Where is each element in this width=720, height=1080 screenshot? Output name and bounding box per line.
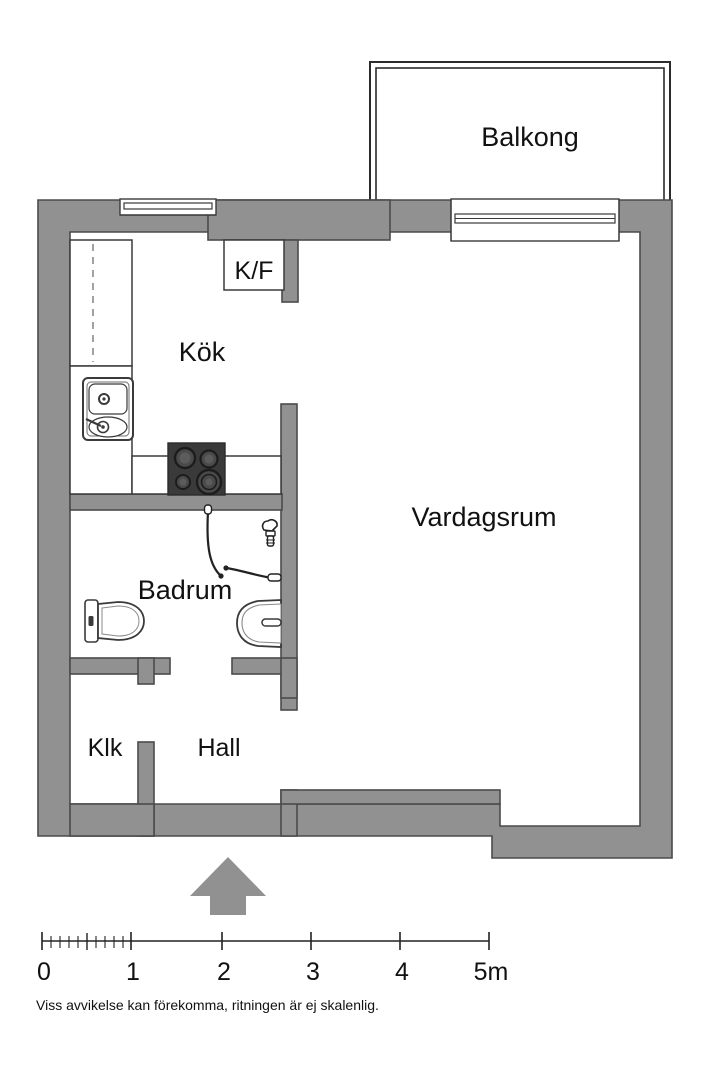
apartment-walls [37,199,673,859]
interior-walls [69,199,501,837]
balcony-outline [369,61,671,203]
kitchen-window-icon [119,198,217,216]
tall-cabinet-icon [69,239,133,367]
room-label-balkong: Balkong [481,122,579,152]
room-label-hall: Hall [197,734,240,762]
washbasin-icon [236,599,282,648]
kitchen-sink-icon [82,377,134,441]
fridge-freezer-niche [223,239,285,291]
room-label-klk: Klk [88,734,123,762]
disclaimer-text: Viss avvikelse kan förekomma, ritningen … [36,997,379,1013]
entrance-arrow-icon [190,857,266,915]
shower-head-icon [261,519,278,547]
shower-curtain-rail-icon [203,504,282,582]
toilet-icon [84,599,145,643]
room-label-kok: Kök [179,337,226,367]
annotation-label-kf: K/F [235,257,274,285]
scale-tick-label-0: 0 [37,958,51,986]
scale-bar: 0 1 2 3 4 5m [37,932,508,986]
scale-tick-label-5: 5m [474,958,509,986]
scale-tick-label-4: 4 [395,958,409,986]
stove-icon [167,442,226,496]
room-label-vardagsrum: Vardagsrum [411,502,556,532]
scale-tick-label-2: 2 [217,958,231,986]
room-labels: Balkong Kök Vardagsrum Badrum Klk Hall K… [88,122,579,762]
room-label-badrum: Badrum [138,575,233,605]
balcony-door-icon [450,198,620,242]
scale-tick-label-3: 3 [306,958,320,986]
scale-tick-label-1: 1 [126,958,140,986]
